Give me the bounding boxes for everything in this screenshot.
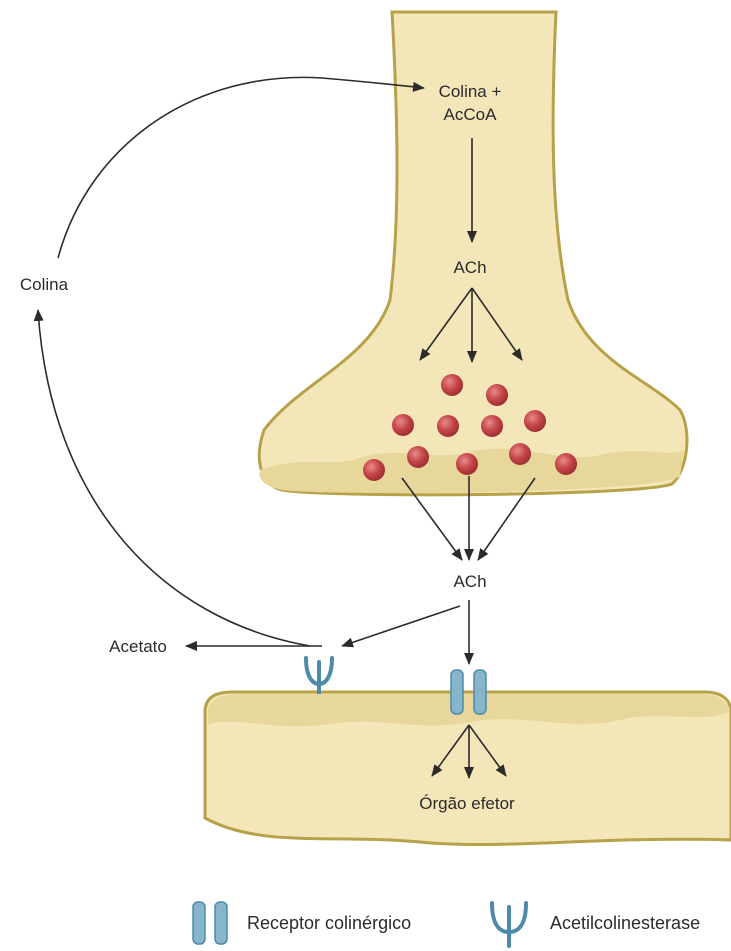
arrow-ach-to-enzyme [342, 606, 460, 646]
vesicle [509, 443, 531, 465]
vesicle [555, 453, 577, 475]
vesicle [441, 374, 463, 396]
vesicle [456, 453, 478, 475]
vesicle [392, 414, 414, 436]
vesicle [481, 415, 503, 437]
vesicle [486, 384, 508, 406]
legend: Receptor colinérgico Acetilcolinesterase [193, 902, 700, 946]
acetylcholinesterase-icon [306, 658, 332, 694]
label-colina: Colina [20, 275, 69, 294]
effector-organ [205, 692, 731, 845]
label-colina-acoa-2: AcCoA [444, 105, 498, 124]
vesicle [437, 415, 459, 437]
label-ach-cleft: ACh [453, 572, 486, 591]
vesicle [363, 459, 385, 481]
legend-receptor-icon [193, 902, 227, 944]
legend-receptor-label: Receptor colinérgico [247, 913, 411, 933]
label-ach-top: ACh [453, 258, 486, 277]
label-acetato: Acetato [109, 637, 167, 656]
vesicle [407, 446, 429, 468]
legend-enzyme-icon [492, 903, 526, 946]
legend-enzyme-label: Acetilcolinesterase [550, 913, 700, 933]
vesicle [524, 410, 546, 432]
arrow-choline-reuptake-upper [58, 77, 424, 258]
label-orgao-efetor: Órgão efetor [419, 794, 515, 813]
label-colina-acoa-1: Colina + [439, 82, 502, 101]
